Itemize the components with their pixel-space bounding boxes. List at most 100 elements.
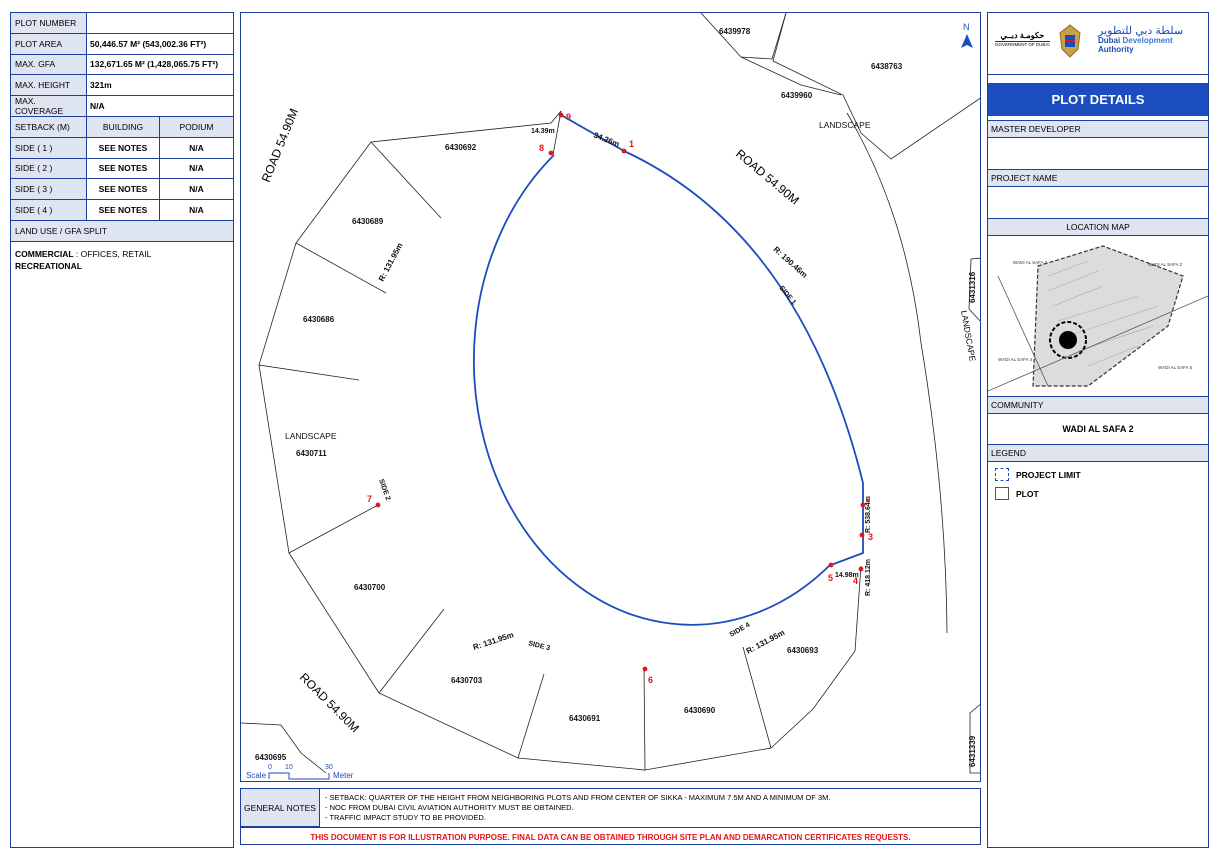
map-area-label: WADI AL SAFA 5	[1158, 365, 1193, 370]
dimension-label: R: 190.46m	[772, 245, 809, 280]
building-value: SEE NOTES	[87, 179, 160, 200]
header-logos: حكومـة دبــي GOVERNMENT OF DUBAI سلطة دب…	[988, 13, 1208, 75]
side-label: SIDE 2	[377, 478, 391, 501]
note-item: - NOC FROM DUBAI CIVIL AVIATION AUTHORIT…	[325, 803, 574, 812]
setback-header: SETBACK (M)	[11, 116, 87, 137]
landuse-header: LAND USE / GFA SPLIT	[11, 220, 233, 242]
side-label: SIDE 3	[528, 640, 551, 652]
community-label: COMMUNITY	[988, 396, 1208, 414]
building-value: SEE NOTES	[87, 137, 160, 158]
side-label: SIDE ( 3 )	[11, 179, 87, 200]
plot-id: 6430703	[451, 676, 483, 685]
max-height-value: 321m	[90, 80, 112, 91]
max-height-label: MAX. HEIGHT	[11, 75, 87, 96]
landscape-label: LANDSCAPE	[959, 310, 978, 363]
plot-id: 6430686	[303, 315, 335, 324]
side-label: SIDE ( 4 )	[11, 200, 87, 220]
site-map-drawing: N ROAD 54.90M ROAD 54.90M ROAD 54.90M 64…	[241, 13, 980, 780]
gov-en: GOVERNMENT OF DUBAI	[995, 41, 1050, 47]
point-label: 9	[566, 112, 571, 122]
gov-dubai-logo: حكومـة دبــي GOVERNMENT OF DUBAI	[995, 31, 1050, 47]
point-label: 7	[367, 494, 372, 504]
dda-en-authority: Authority	[1098, 45, 1134, 54]
landscape-label: LANDSCAPE	[285, 431, 337, 441]
disclaimer: THIS DOCUMENT IS FOR ILLUSTRATION PURPOS…	[241, 827, 980, 846]
master-developer-label: MASTER DEVELOPER	[988, 120, 1208, 138]
commercial-label: COMMERCIAL	[15, 248, 74, 259]
setback-header-row: SETBACK (M) BUILDING PODIUM	[11, 116, 233, 138]
map-area-label: WADI AL SAFA 4	[998, 357, 1033, 362]
plot-details-title: PLOT DETAILS	[988, 83, 1208, 116]
notes-list: - SETBACK: QUARTER OF THE HEIGHT FROM NE…	[325, 793, 830, 823]
legend-project-limit-label: PROJECT LIMIT	[1016, 469, 1081, 480]
community-value: WADI AL SAFA 2	[1062, 424, 1134, 434]
site-map: N ROAD 54.90M ROAD 54.90M ROAD 54.90M 64…	[240, 12, 981, 782]
location-map: WADI AL SAFA 3 WADI AL SAFA 2 WADI AL SA…	[987, 236, 1209, 396]
building-header: BUILDING	[87, 116, 160, 137]
plot-details-panel: حكومـة دبــي GOVERNMENT OF DUBAI سلطة دب…	[987, 12, 1209, 848]
building-value: SEE NOTES	[87, 200, 160, 220]
project-name-label: PROJECT NAME	[988, 169, 1208, 187]
max-height-row: MAX. HEIGHT 321m	[11, 75, 233, 97]
plot-id: 6431339	[968, 735, 977, 767]
plot-id: 6430691	[569, 714, 601, 723]
legend-project-limit: PROJECT LIMIT	[995, 468, 1208, 481]
plot-area-value: 50,446.57 M² (543,002.36 FT²)	[90, 38, 207, 49]
dda-en-dubai: Dubai	[1098, 36, 1121, 45]
gov-ar: حكومـة دبــي	[1000, 31, 1045, 40]
side-label: SIDE ( 2 )	[11, 158, 87, 179]
podium-value: N/A	[189, 142, 204, 153]
plot-id: 6430711	[296, 449, 327, 458]
general-notes-label: GENERAL NOTES	[241, 789, 320, 827]
landuse-label: LAND USE / GFA SPLIT	[15, 225, 108, 236]
plot-box-icon	[995, 487, 1009, 500]
scale-unit: Meter	[333, 771, 354, 780]
legend-plot-label: PLOT	[1016, 488, 1039, 499]
location-map-drawing: WADI AL SAFA 3 WADI AL SAFA 2 WADI AL SA…	[987, 245, 1209, 392]
max-coverage-value: N/A	[90, 101, 105, 112]
setback-row: SIDE ( 4 ) SEE NOTES N/A	[11, 200, 233, 221]
landuse-content: COMMERCIAL : OFFICES, RETAIL RECREATIONA…	[11, 242, 233, 278]
plot-number-row: PLOT NUMBER	[11, 13, 233, 34]
setback-row: SIDE ( 3 ) SEE NOTES N/A	[11, 179, 233, 201]
dda-logo: سلطة دبي للتطوير Dubai Development Autho…	[1098, 25, 1184, 55]
podium-value: N/A	[189, 205, 204, 216]
max-coverage-label: MAX. COVERAGE	[11, 96, 87, 116]
map-area-label: WADI AL SAFA 2	[1148, 262, 1183, 267]
dimension-label: R: 418.12m	[865, 559, 872, 596]
plot-id: 6431316	[968, 271, 977, 303]
commercial-value: : OFFICES, RETAIL	[73, 248, 152, 259]
plot-info-table: PLOT NUMBER PLOT AREA 50,446.57 M² (543,…	[10, 12, 234, 848]
dashed-box-icon	[995, 468, 1009, 481]
scale-tick: 10	[285, 764, 293, 771]
max-gfa-row: MAX. GFA 132,671.65 M² (1,428,065.75 FT²…	[11, 54, 233, 76]
dimension-label: 14.39m	[531, 128, 555, 135]
side-label: SIDE 1	[777, 285, 797, 307]
point-label: 5	[828, 573, 833, 583]
max-gfa-label: MAX. GFA	[11, 54, 87, 75]
emblem-icon	[1059, 24, 1081, 58]
dimension-label: R: 131.95m	[377, 241, 405, 283]
max-coverage-row: MAX. COVERAGE N/A	[11, 96, 233, 117]
road-label: ROAD 54.90M	[297, 670, 362, 735]
dimension-label: R: 131.95m	[472, 630, 515, 652]
plot-id: 6438763	[871, 62, 903, 71]
dda-ar: سلطة دبي للتطوير	[1098, 25, 1184, 37]
project-name-value	[988, 187, 1208, 218]
scale-bar: Scale 0 10 30 Meter	[246, 764, 354, 780]
dimension-label: 34.26m	[592, 131, 621, 150]
podium-header: PODIUM	[179, 121, 214, 132]
scale-tick: 30	[325, 764, 333, 771]
point-label: 2	[867, 497, 871, 503]
scale-tick: 0	[268, 764, 272, 771]
plot-id: 6430689	[352, 217, 384, 226]
max-gfa-value: 132,671.65 M² (1,428,065.75 FT²)	[90, 59, 219, 70]
podium-value: N/A	[189, 184, 204, 195]
dimension-label: 14.98m	[835, 572, 859, 579]
plot-id: 6430692	[445, 143, 477, 152]
general-notes: GENERAL NOTES - SETBACK: QUARTER OF THE …	[240, 788, 981, 845]
dimension-label: R: 538.64m	[865, 496, 872, 533]
point-label: 1	[629, 139, 634, 149]
location-map-label: LOCATION MAP	[988, 218, 1208, 236]
dda-en-development: Development	[1122, 36, 1173, 45]
